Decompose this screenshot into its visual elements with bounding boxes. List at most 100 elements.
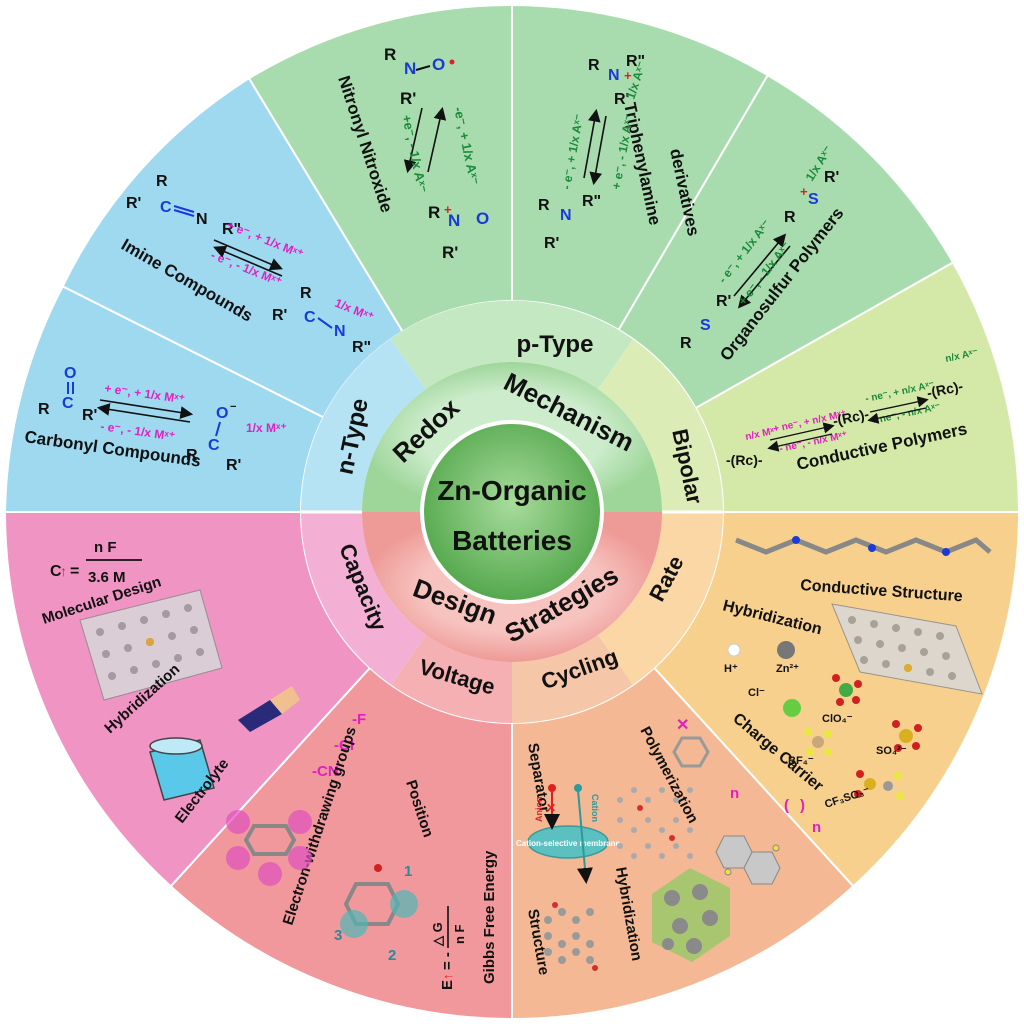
- nitronyl-bottom-molecule: R N O R' +: [428, 202, 489, 262]
- voltage-gibbs-formula: E ↑ = - △ G n F: [430, 906, 467, 990]
- cf3so3-ion: [854, 770, 904, 800]
- svg-text:S: S: [700, 317, 711, 334]
- svg-text:2: 2: [388, 947, 396, 964]
- svg-text:R": R": [626, 53, 645, 70]
- svg-text:R: R: [384, 45, 396, 64]
- svg-text:N: N: [448, 211, 460, 230]
- svg-text:R: R: [156, 173, 168, 190]
- svg-text:Cation-selective membrane: Cation-selective membrane: [516, 839, 621, 848]
- svg-text:+: +: [444, 202, 452, 217]
- svg-text:+: +: [800, 184, 808, 199]
- center-hub: Zn-Organic Batteries: [420, 420, 604, 604]
- carbonyl-top-molecule: O C R R': [38, 365, 97, 424]
- conductive-left-unit: -(Rc)-: [726, 452, 763, 468]
- center-title-line2: Batteries: [452, 525, 572, 556]
- svg-text:R: R: [38, 401, 50, 418]
- svg-text:n F: n F: [452, 924, 467, 944]
- cycling-fused-ring: [715, 835, 781, 885]
- svg-text:O: O: [432, 55, 445, 74]
- organosulfur-arrows: [733, 233, 791, 309]
- svg-text:R: R: [186, 447, 198, 464]
- capacity-beaker-illustration: [149, 686, 300, 801]
- cycling-polymer-unit: ✕ n ( ) n: [672, 717, 821, 836]
- svg-text:C: C: [304, 309, 316, 326]
- imine-top-molecule: R R' C N R": [126, 173, 241, 238]
- svg-text:SO₄²⁻: SO₄²⁻: [876, 745, 907, 757]
- svg-text:Cation: Cation: [590, 794, 600, 822]
- voltage-cn: -CN: [312, 763, 339, 780]
- svg-text:BF₄⁻: BF₄⁻: [788, 755, 814, 767]
- svg-text:n: n: [730, 785, 739, 802]
- nitronyl-arrows: [403, 106, 447, 174]
- svg-text:R': R': [824, 169, 839, 186]
- carbonyl-cation: 1/x Mˣ⁺: [246, 421, 287, 435]
- svg-text:R": R": [582, 193, 601, 210]
- cycling-polymer-network: [617, 787, 693, 859]
- capacity-formula: C ↑ = n F 3.6 M: [50, 539, 142, 586]
- capacity-framework-illustration: [79, 589, 223, 701]
- svg-text:): ): [800, 797, 805, 814]
- conductive-mid-unit: -(Rc)-: [831, 406, 870, 429]
- svg-text:R: R: [428, 203, 440, 222]
- svg-text:H⁺: H⁺: [724, 663, 738, 675]
- svg-text:1: 1: [404, 863, 412, 880]
- svg-text:R: R: [300, 285, 312, 302]
- imine-bottom-molecule: R R' C N R": [272, 285, 371, 356]
- organosulfur-top-molecule: R S R' +: [784, 169, 839, 226]
- label-p-type: p-Type: [517, 331, 594, 358]
- svg-text:(: (: [784, 797, 789, 814]
- svg-text:Cl⁻: Cl⁻: [748, 687, 765, 699]
- svg-text:✕: ✕: [546, 801, 556, 815]
- svg-text:R': R': [716, 293, 731, 310]
- svg-text:✕: ✕: [676, 717, 689, 734]
- bf4-ion: [804, 728, 832, 756]
- center-title-line1: Zn-Organic: [437, 475, 586, 506]
- voltage-gibbs-label: Gibbs Free Energy: [481, 850, 498, 984]
- triphenylamine-top-molecule: R N R" R' +: [588, 53, 645, 108]
- svg-text:↑: ↑: [440, 974, 455, 981]
- svg-text:R: R: [538, 197, 550, 214]
- svg-text:R': R': [442, 243, 458, 262]
- svg-text:R": R": [352, 339, 371, 356]
- svg-text:n: n: [812, 819, 821, 836]
- svg-text:R': R': [614, 91, 629, 108]
- svg-text:R: R: [588, 57, 600, 74]
- svg-text:R': R': [82, 407, 97, 424]
- triphenylamine-arrows: [583, 108, 607, 186]
- svg-text:N: N: [196, 211, 208, 228]
- svg-text:C: C: [62, 395, 74, 412]
- svg-text:O: O: [216, 405, 228, 422]
- svg-text:R': R': [400, 89, 416, 108]
- svg-text:3.6 M: 3.6 M: [88, 569, 126, 586]
- svg-text:O: O: [476, 209, 489, 228]
- svg-text:R': R': [126, 195, 141, 212]
- svg-text:R: R: [680, 335, 692, 352]
- svg-text:R": R": [222, 221, 241, 238]
- svg-text:R': R': [226, 457, 241, 474]
- voltage-ewg-molecule: [226, 810, 312, 886]
- svg-text:R': R': [544, 235, 559, 252]
- svg-text:N: N: [334, 323, 346, 340]
- svg-text:ClO₄⁻: ClO₄⁻: [822, 713, 853, 725]
- so4-ion: [892, 720, 922, 752]
- svg-text:△ G: △ G: [430, 922, 445, 947]
- triphenylamine-bottom-molecule: R N R" R': [538, 193, 601, 252]
- svg-text:C: C: [50, 563, 62, 580]
- svg-text:O: O: [64, 365, 76, 382]
- svg-text:N: N: [608, 67, 620, 84]
- svg-text:n F: n F: [94, 539, 117, 556]
- svg-text:= -: = -: [439, 952, 456, 970]
- svg-text:R: R: [784, 209, 796, 226]
- conductive-right-unit: -(Rc)-: [925, 378, 964, 401]
- cycling-hex-grid: [652, 868, 730, 962]
- svg-text:R': R': [272, 307, 287, 324]
- svg-text:3: 3: [334, 927, 342, 944]
- organosulfur-bottom-molecule: R S R': [680, 293, 731, 352]
- cycling-structure-molecule: [544, 902, 598, 971]
- cycling-membrane: Cation-selective membrane ✕ Anion Cation: [516, 784, 621, 884]
- svg-text:↑: ↑: [60, 563, 67, 579]
- svg-text:C: C: [208, 437, 220, 454]
- rate-conductive-chain: [735, 536, 992, 556]
- voltage-cl: -Cl: [334, 737, 354, 754]
